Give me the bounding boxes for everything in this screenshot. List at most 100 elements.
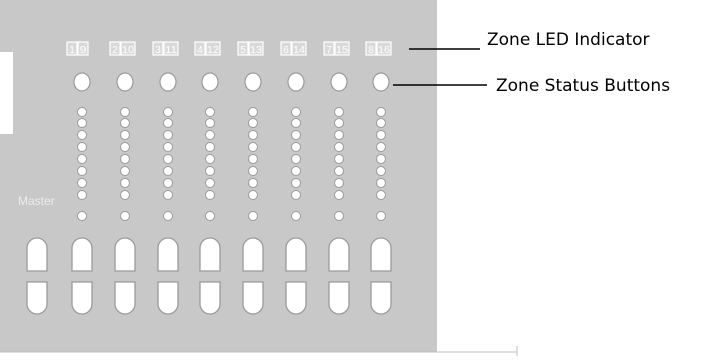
zone-upper-button[interactable] (71, 237, 93, 272)
zone-number-box (237, 41, 249, 56)
zone-led-indicator (248, 118, 258, 128)
zone-lower-button[interactable] (285, 281, 307, 315)
zone-status-button[interactable] (244, 72, 262, 92)
zone-upper-button[interactable] (242, 237, 264, 272)
zone-number-box (194, 41, 206, 56)
zone-led-indicator (205, 178, 215, 188)
zone-lower-button[interactable] (370, 281, 392, 315)
zone-number-secondary: 10 (122, 45, 134, 56)
zone-number-primary: 4 (197, 45, 203, 56)
zone-lower-button[interactable] (71, 281, 93, 315)
zone-number-box (152, 41, 164, 56)
zone-lower-button[interactable] (157, 281, 179, 315)
zone-number-secondary: 11 (165, 45, 177, 56)
zone-led-indicator (163, 107, 173, 117)
zone-led-indicator (77, 130, 87, 140)
zone-led-indicator (163, 178, 173, 188)
zone-lower-button[interactable] (199, 281, 221, 315)
zone-led-indicator (120, 166, 130, 176)
zone-number-secondary: 14 (293, 45, 305, 56)
zone-upper-button[interactable] (199, 237, 221, 272)
zone-led-indicator (376, 211, 386, 221)
zone-led-indicator (205, 130, 215, 140)
zone-led-indicator (163, 118, 173, 128)
zone-led-indicator-label: Zone LED Indicator (487, 30, 650, 50)
zone-led-indicator (205, 154, 215, 164)
zone-led-indicator (77, 211, 87, 221)
zone-led-indicator (77, 118, 87, 128)
zone-led-indicator (334, 154, 344, 164)
zone-led-indicator (291, 107, 301, 117)
zone-led-indicator (291, 178, 301, 188)
zone-led-indicator (248, 211, 258, 221)
zone-number-primary: 3 (155, 45, 161, 56)
zone-led-indicator (77, 154, 87, 164)
zone-status-button[interactable] (159, 72, 177, 92)
zone-led-indicator (163, 190, 173, 200)
zone-led-indicator (163, 211, 173, 221)
zone-led-indicator (334, 211, 344, 221)
zone-status-button[interactable] (116, 72, 134, 92)
master-label: Master (18, 194, 55, 208)
zone-led-indicator (291, 190, 301, 200)
zone-led-indicator (120, 178, 130, 188)
zone-status-button[interactable] (73, 72, 91, 92)
zone-led-indicator (205, 211, 215, 221)
zone-upper-button[interactable] (328, 237, 350, 272)
zone-number-primary: 2 (112, 45, 118, 56)
zone-upper-button[interactable] (285, 237, 307, 272)
zone-lower-button[interactable] (242, 281, 264, 315)
zone-led-indicator (291, 211, 301, 221)
zone-lower-button[interactable] (114, 281, 136, 315)
zone-number-primary: 8 (368, 45, 374, 56)
zone-column-6: 6 14 (280, 41, 307, 315)
zone-number-secondary: 13 (250, 45, 262, 56)
zone-led-indicator (248, 190, 258, 200)
zone-led-indicator (77, 142, 87, 152)
zone-number-primary: 5 (240, 45, 246, 56)
zone-led-indicator (120, 107, 130, 117)
zone-status-button[interactable] (201, 72, 219, 92)
zone-number-secondary: 15 (336, 45, 348, 56)
zone-status-button[interactable] (287, 72, 305, 92)
zone-led-indicator (163, 154, 173, 164)
zone-led-indicator (77, 166, 87, 176)
zone-status-button[interactable] (372, 72, 390, 92)
zone-led-indicator (163, 142, 173, 152)
zone-led-indicator (376, 154, 386, 164)
zone-led-indicator (291, 154, 301, 164)
zone-led-indicator (120, 118, 130, 128)
zone-led-indicator (248, 166, 258, 176)
zone-led-indicator (248, 142, 258, 152)
zone-number-primary: 7 (326, 45, 332, 56)
master-upper-button[interactable] (26, 237, 48, 272)
zone-led-indicator (291, 166, 301, 176)
zone-led-indicator (291, 130, 301, 140)
zone-number-primary: 6 (283, 45, 289, 56)
zone-number-box (163, 41, 179, 56)
zone-number-box (120, 41, 136, 56)
zone-led-indicator (334, 130, 344, 140)
zone-led-indicator (120, 211, 130, 221)
zone-upper-button[interactable] (157, 237, 179, 272)
zone-upper-button[interactable] (114, 237, 136, 272)
zone-led-indicator (120, 130, 130, 140)
zone-column-2: 2 10 (109, 41, 136, 315)
zone-status-button[interactable] (330, 72, 348, 92)
master-lower-button[interactable] (26, 281, 48, 315)
zone-led-indicator (205, 142, 215, 152)
zone-upper-button[interactable] (370, 237, 392, 272)
zone-led-indicator (334, 142, 344, 152)
zone-led-indicator (120, 190, 130, 200)
zone-lower-button[interactable] (328, 281, 350, 315)
zone-led-indicator (205, 118, 215, 128)
zone-led-indicator (205, 190, 215, 200)
zone-led-indicator (334, 166, 344, 176)
